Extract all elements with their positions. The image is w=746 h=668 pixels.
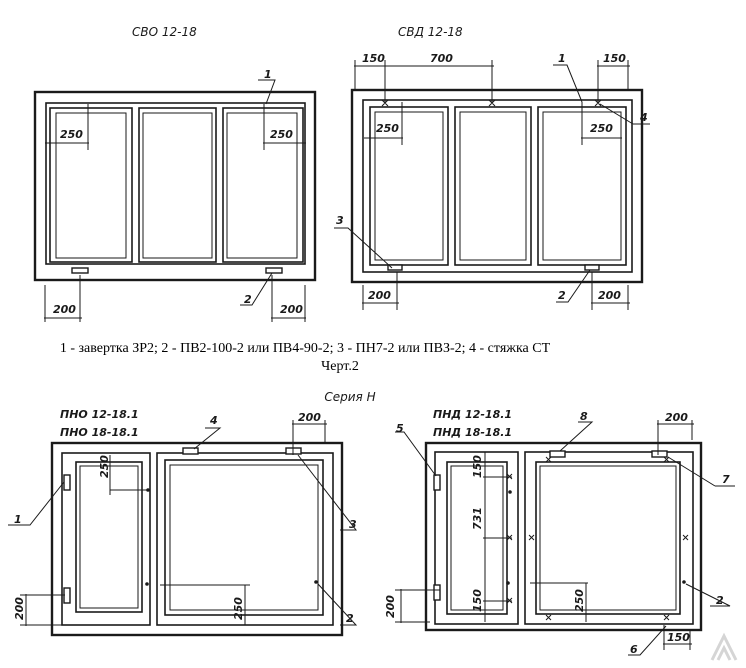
dim-731: 731 (471, 507, 484, 530)
outer-frame (350, 88, 644, 284)
outer-frame (424, 441, 703, 632)
sash-right (524, 451, 694, 625)
hardware-7 (651, 450, 668, 458)
callout-1: 1 (558, 52, 566, 65)
drawing-title: СВО 12-18 (132, 25, 197, 39)
hardware-2-left (71, 267, 89, 274)
drawing-title-line1: ПНО 12-18.1 (60, 408, 139, 421)
callout-7: 7 (722, 473, 730, 486)
dim-200-left: 200 (53, 303, 76, 316)
callout-2: 2 (346, 612, 354, 625)
callout-1: 1 (14, 513, 22, 526)
callout-2: 2 (716, 594, 724, 607)
callout-4: 4 (639, 111, 648, 124)
dim-200-left: 200 (384, 595, 397, 618)
callout-8: 8 (580, 410, 588, 423)
callout-4: 4 (209, 414, 218, 427)
outer-frame (33, 90, 317, 282)
dim-250-bottom: 250 (232, 597, 245, 620)
dim-150-bottom-right: 150 (667, 631, 690, 644)
dim-200-right: 200 (280, 303, 303, 316)
dim-250-right: 250 (590, 122, 613, 135)
drawing-pnd: ПНД 12-18.1 ПНД 18-18.1 150 731 150 250 … (384, 408, 735, 656)
dim-250-left: 250 (60, 128, 83, 141)
hinge-bottom (433, 584, 441, 601)
hardware-8 (549, 450, 566, 458)
series-caption: Серия Н (324, 390, 375, 404)
dim-250-left: 250 (376, 122, 399, 135)
callout-3: 3 (349, 518, 357, 531)
dim-700: 700 (430, 52, 453, 65)
drawing-svo-12-18: СВО 12-18 250 250 200 200 1 2 (33, 25, 317, 322)
drawing-title-line2: ПНД 18-18.1 (433, 426, 512, 439)
dim-150-top-left: 150 (362, 52, 385, 65)
dim-250-right: 250 (270, 128, 293, 141)
hardware-2-right (265, 267, 283, 274)
dim-200-top: 200 (665, 411, 688, 424)
callout-6: 6 (630, 643, 638, 656)
drawing-title: СВД 12-18 (398, 25, 463, 39)
figure-caption: Черт.2 (321, 359, 359, 374)
outer-frame (50, 441, 344, 637)
hardware-3 (387, 264, 403, 271)
dim-200-right: 200 (598, 289, 621, 302)
callout-5: 5 (396, 422, 404, 435)
callout-3: 3 (336, 214, 344, 227)
watermark-logo (710, 632, 738, 661)
sash-left (369, 106, 449, 266)
drawing-title-line1: ПНД 12-18.1 (433, 408, 512, 421)
dim-250: 250 (573, 589, 586, 612)
legend-caption: 1 - завертка ЗР2; 2 - ПВ2-100-2 или ПВ4-… (60, 341, 551, 356)
dim-150-top-right: 150 (603, 52, 626, 65)
callout-2: 2 (244, 293, 252, 306)
dim-200-left: 200 (13, 597, 26, 620)
hardware-2 (584, 264, 600, 271)
drawing-title-line2: ПНО 18-18.1 (60, 426, 139, 439)
sash-left (49, 107, 133, 263)
drawing-svd-12-18: СВД 12-18 150 700 150 250 250 200 200 1 … (334, 25, 650, 310)
hinge-top (63, 474, 71, 491)
hardware-4 (182, 447, 199, 455)
dim-150-bottom: 150 (471, 589, 484, 612)
callout-1: 1 (264, 68, 272, 81)
hinge-top (433, 474, 441, 491)
dim-250-left: 250 (98, 455, 111, 478)
sash-left (61, 452, 151, 626)
sash-middle (138, 107, 217, 263)
callout-2: 2 (558, 289, 566, 302)
sash-middle (454, 106, 532, 266)
sash-right (222, 107, 304, 263)
dim-200-left: 200 (368, 289, 391, 302)
inner-frame (362, 99, 633, 273)
drawing-pno: ПНО 12-18.1 ПНО 18-18.1 250 250 200 200 … (8, 408, 358, 637)
dim-200-top: 200 (298, 411, 321, 424)
inner-frame (45, 102, 306, 265)
dim-150-top: 150 (471, 455, 484, 478)
